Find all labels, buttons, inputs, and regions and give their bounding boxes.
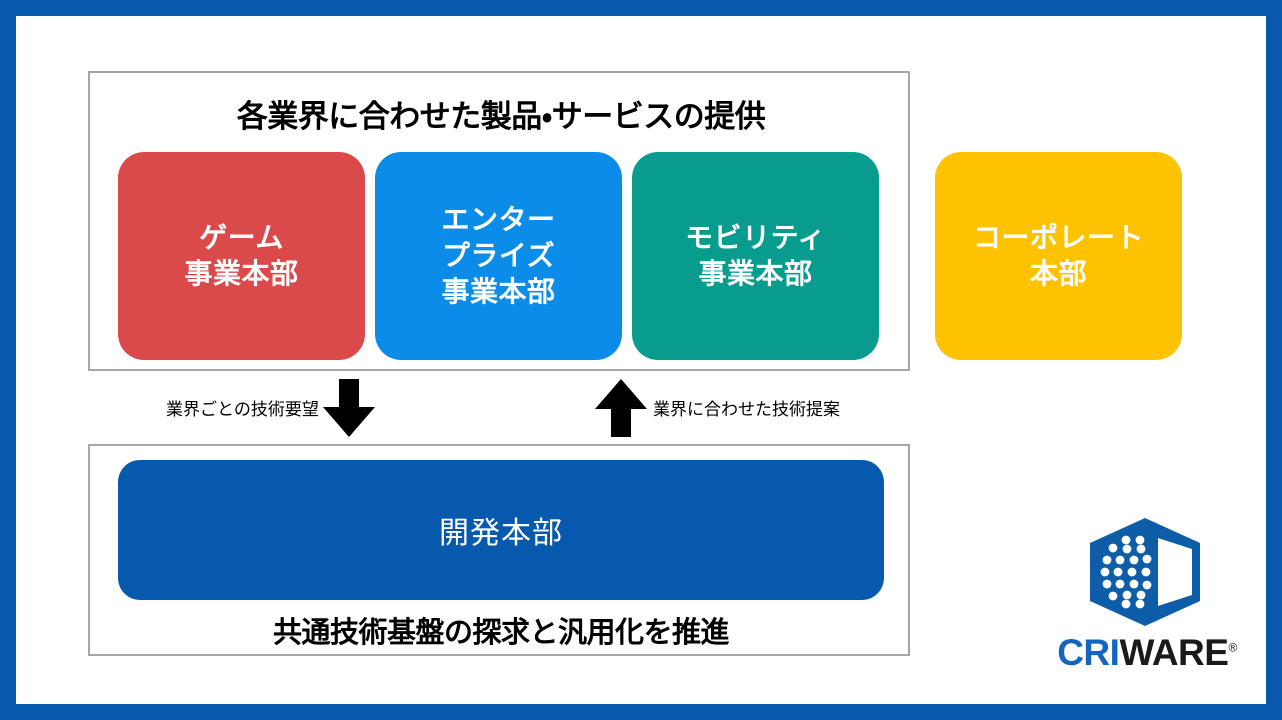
division-label-corporate: コーポレート 本部 [972,222,1144,289]
arrow-down-icon [322,378,375,437]
flow-arrows-row: 業界ごとの技術要望 業界に合わせた技術提案 [88,371,910,444]
division-label-enterprise: エンター プライズ 事業本部 [441,204,556,307]
development-division-box[interactable]: 開発本部 [118,460,884,600]
division-label-game: ゲーム 事業本部 [184,222,299,289]
panel-title: 各業界に合わせた製品・サービスの提供 [236,99,766,134]
development-panel: 開発本部 共通技術基盤の探求と汎用化を推進 [88,444,910,656]
criware-cube-icon [1090,518,1200,626]
wordmark-ware: WARE [1119,632,1229,673]
wordmark-cri: CRI [1057,632,1120,673]
arrow-caption-tech-request: 業界ごとの技術要望 [166,400,319,419]
division-card-mobility[interactable]: モビリティ 事業本部 [632,152,879,360]
division-card-game[interactable]: ゲーム 事業本部 [118,152,365,360]
arrow-caption-tech-proposal: 業界に合わせた技術提案 [653,400,840,419]
registered-trademark-icon: ® [1228,640,1237,655]
criware-logo: CRIWARE® [1040,516,1254,676]
division-label-mobility: モビリティ 事業本部 [685,222,826,289]
division-card-enterprise[interactable]: エンター プライズ 事業本部 [375,152,622,360]
division-cards-row: ゲーム 事業本部 エンター プライズ 事業本部 モビリティ 事業本部 コーポレー… [118,152,1182,360]
arrow-group-tech-proposal: 業界に合わせた技術提案 [593,371,840,444]
division-card-corporate[interactable]: コーポレート 本部 [935,152,1182,360]
arrow-group-tech-request: 業界ごとの技術要望 [166,371,377,444]
criware-wordmark: CRIWARE® [1040,632,1254,674]
arrow-up-icon [595,378,647,437]
development-panel-caption: 共通技術基盤の探求と汎用化を推進 [272,617,730,649]
development-division-label: 開発本部 [439,517,563,550]
